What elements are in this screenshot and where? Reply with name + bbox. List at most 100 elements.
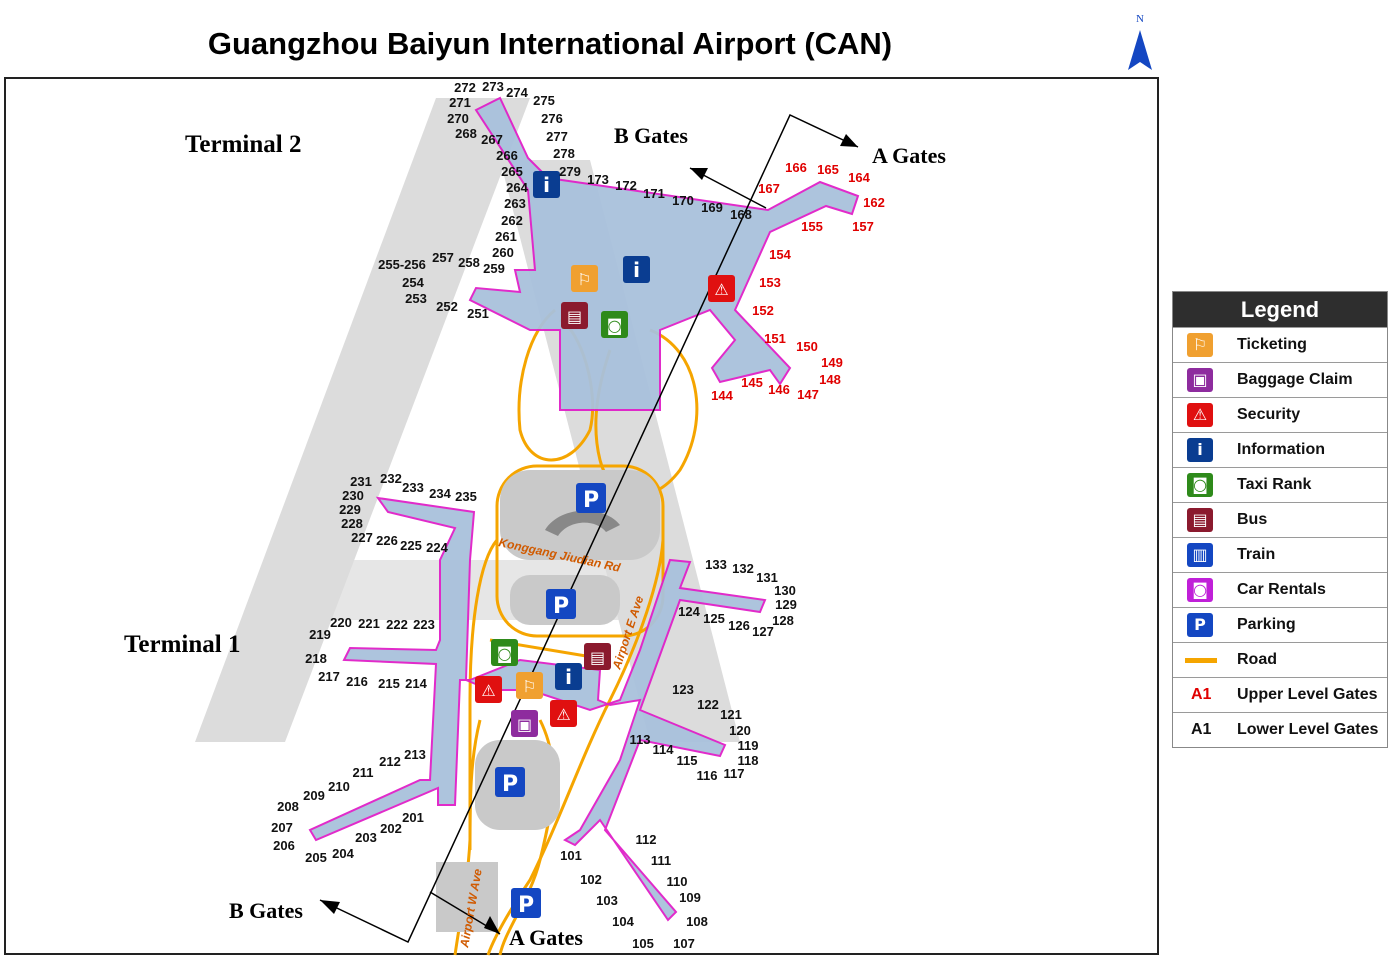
- gate-number: 109: [679, 890, 701, 905]
- gate-number: 125: [703, 611, 725, 626]
- terminal-1-label: Terminal 1: [124, 631, 240, 658]
- security-icon: ⚠: [1187, 403, 1213, 427]
- train-icon: ▥: [1187, 543, 1213, 567]
- gate-number: 258: [458, 255, 480, 270]
- gate-number: 207: [271, 820, 293, 835]
- security-icon: ⚠: [550, 700, 577, 727]
- gate-number: 220: [330, 615, 352, 630]
- parking-icon: P: [495, 767, 525, 797]
- information-icon: i: [623, 256, 650, 283]
- gate-number: 225: [400, 538, 422, 553]
- svg-text:⚠: ⚠: [714, 280, 728, 299]
- gate-number: 263: [504, 196, 526, 211]
- gate-number: 145: [741, 375, 763, 390]
- gate-number: 169: [701, 200, 723, 215]
- gate-number: 273: [482, 79, 504, 94]
- gate-number: 118: [738, 753, 759, 768]
- gate-number: 271: [449, 95, 471, 110]
- gate-number: 101: [560, 848, 582, 863]
- compass-label: N: [1136, 13, 1144, 25]
- gate-number: 206: [273, 838, 295, 853]
- gate-number: 254: [402, 275, 424, 290]
- gate-number: 204: [332, 846, 354, 861]
- gate-number: 131: [756, 570, 778, 585]
- taxi-rank-icon: ◙: [601, 311, 628, 338]
- svg-text:i: i: [565, 665, 572, 689]
- svg-text:i: i: [543, 173, 550, 197]
- parking-icon: P: [546, 589, 576, 619]
- gate-number: 124: [678, 604, 700, 619]
- gate-number: 212: [379, 754, 401, 769]
- svg-text:P: P: [502, 772, 518, 797]
- lower-gate-code: A1: [1191, 721, 1212, 738]
- gate-number: 117: [724, 766, 745, 781]
- arrow-a-gates-bottom-icon: [484, 916, 500, 934]
- legend-row-bus: ▤ Bus: [1173, 502, 1387, 537]
- arrow-b-gates-top-icon: [690, 168, 708, 180]
- svg-text:⚠: ⚠: [481, 681, 495, 700]
- gate-number: 253: [405, 291, 427, 306]
- svg-text:⚐: ⚐: [577, 270, 591, 289]
- legend-label: Security: [1237, 406, 1301, 423]
- gate-number: 148: [819, 372, 841, 387]
- legend-title: Legend: [1173, 292, 1387, 327]
- security-icon: ⚠: [475, 676, 502, 703]
- gate-number: 172: [615, 178, 637, 193]
- gate-number: 115: [677, 753, 698, 768]
- gate-number: 146: [768, 382, 790, 397]
- gate-number: 266: [496, 148, 518, 163]
- bus-icon: ▤: [584, 643, 611, 670]
- gate-number: 262: [501, 213, 523, 228]
- gate-number: 261: [495, 229, 517, 244]
- gate-number: 116: [697, 768, 718, 783]
- gate-number: 171: [643, 186, 665, 201]
- gate-number: 277: [546, 129, 568, 144]
- gate-number: 127: [752, 624, 774, 639]
- gate-number: 166: [785, 160, 807, 175]
- gate-number: 133: [705, 557, 727, 572]
- arrow-b-gates-bottom-icon: [320, 900, 340, 914]
- legend-row-road: Road: [1173, 642, 1387, 677]
- legend-row-upper-gates: A1 Upper Level Gates: [1173, 677, 1387, 712]
- gate-number: 224: [426, 540, 448, 555]
- gate-number: 113: [630, 732, 651, 747]
- gate-number: 257: [432, 250, 454, 265]
- svg-text:⚠: ⚠: [556, 705, 570, 724]
- svg-text:P: P: [518, 893, 534, 918]
- svg-text:P: P: [553, 594, 569, 619]
- gate-number: 231: [350, 474, 372, 489]
- gate-number: 210: [328, 779, 350, 794]
- gate-number: 168: [730, 207, 752, 222]
- gate-number: 274: [506, 85, 528, 100]
- gate-number: 151: [764, 331, 786, 346]
- information-icon: i: [533, 171, 560, 198]
- parking-structure-arc: [545, 510, 620, 536]
- facility-icons: i i ⚐ ⚠ ▤ ◙ P P P P ◙ ▤ i ⚐ ⚠ ⚠ ▣: [475, 171, 735, 918]
- gate-number: 108: [686, 914, 708, 929]
- gate-number: 234: [429, 486, 451, 501]
- legend-label: Bus: [1237, 511, 1268, 528]
- north-arrow-icon: [1128, 30, 1152, 70]
- gate-number: 264: [506, 180, 528, 195]
- gate-number: 251: [467, 306, 489, 321]
- gate-number: 103: [596, 893, 618, 908]
- legend-label: Ticketing: [1237, 336, 1307, 353]
- svg-text:▤: ▤: [590, 648, 605, 667]
- security-icon: ⚠: [708, 275, 735, 302]
- legend-label: Upper Level Gates: [1237, 686, 1378, 703]
- gate-number: 165: [817, 162, 839, 177]
- gate-number: 110: [667, 874, 688, 889]
- gate-number: 226: [376, 533, 398, 548]
- gate-number: 111: [651, 853, 671, 868]
- gate-number: 208: [277, 799, 299, 814]
- gate-number: 215: [378, 676, 400, 691]
- gate-number: 228: [341, 516, 363, 531]
- gate-number: 150: [796, 339, 818, 354]
- gate-number: 107: [673, 936, 695, 951]
- gate-number: 270: [447, 111, 469, 126]
- taxi-rank-icon: ◙: [1187, 473, 1213, 497]
- gate-number: 221: [358, 616, 380, 631]
- gate-number: 268: [455, 126, 477, 141]
